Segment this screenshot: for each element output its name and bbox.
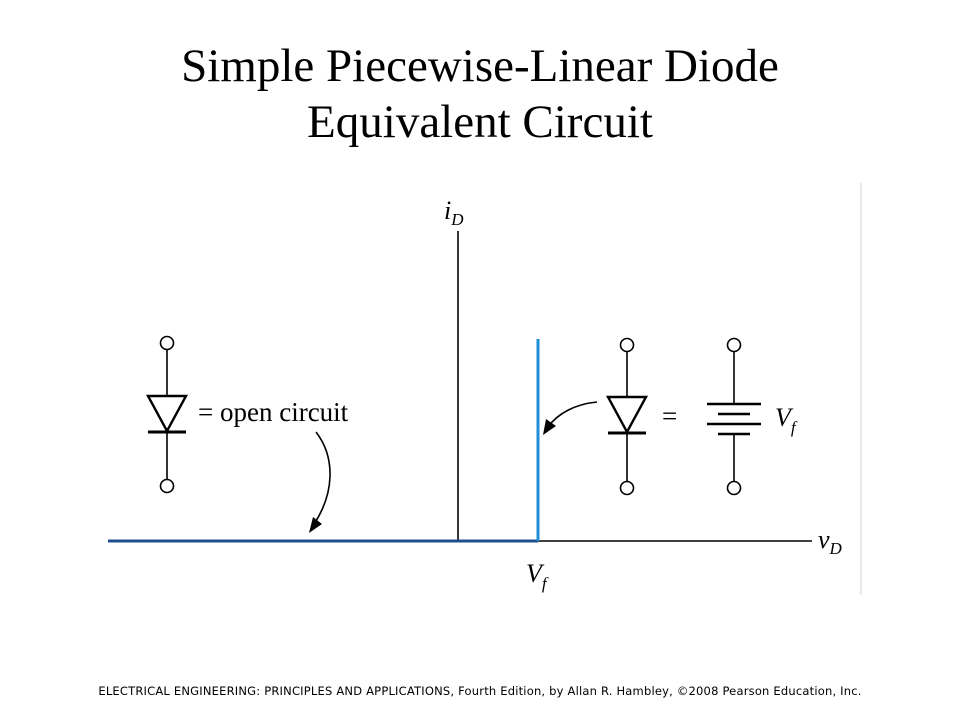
copyright-footer: ELECTRICAL ENGINEERING: PRINCIPLES AND A…: [98, 684, 862, 698]
y-axis-label: iD: [444, 196, 464, 229]
arrow-head-off: [309, 517, 322, 533]
arrow-to-on-region: [547, 401, 598, 428]
battery-symbol: [707, 337, 761, 496]
diode-symbol-on: [605, 337, 649, 496]
source-voltage-label: Vf: [775, 403, 798, 437]
diode-symbol-off: [145, 335, 189, 494]
open-circuit-label: = open circuit: [198, 397, 349, 427]
title-line-2: Equivalent Circuit: [307, 96, 653, 148]
x-axis-label: vD: [818, 525, 843, 558]
title-line-1: Simple Piecewise-Linear Diode: [181, 40, 779, 92]
arrow-to-off-region: [313, 431, 331, 525]
equals-sign: =: [662, 401, 677, 431]
diode-characteristic-diagram: iD vD Vf = open circuit =: [108, 183, 862, 595]
vf-tick-label: Vf: [526, 559, 549, 593]
slide-title: Simple Piecewise-Linear Diode Equivalent…: [0, 38, 960, 150]
arrow-head-on: [543, 419, 556, 435]
